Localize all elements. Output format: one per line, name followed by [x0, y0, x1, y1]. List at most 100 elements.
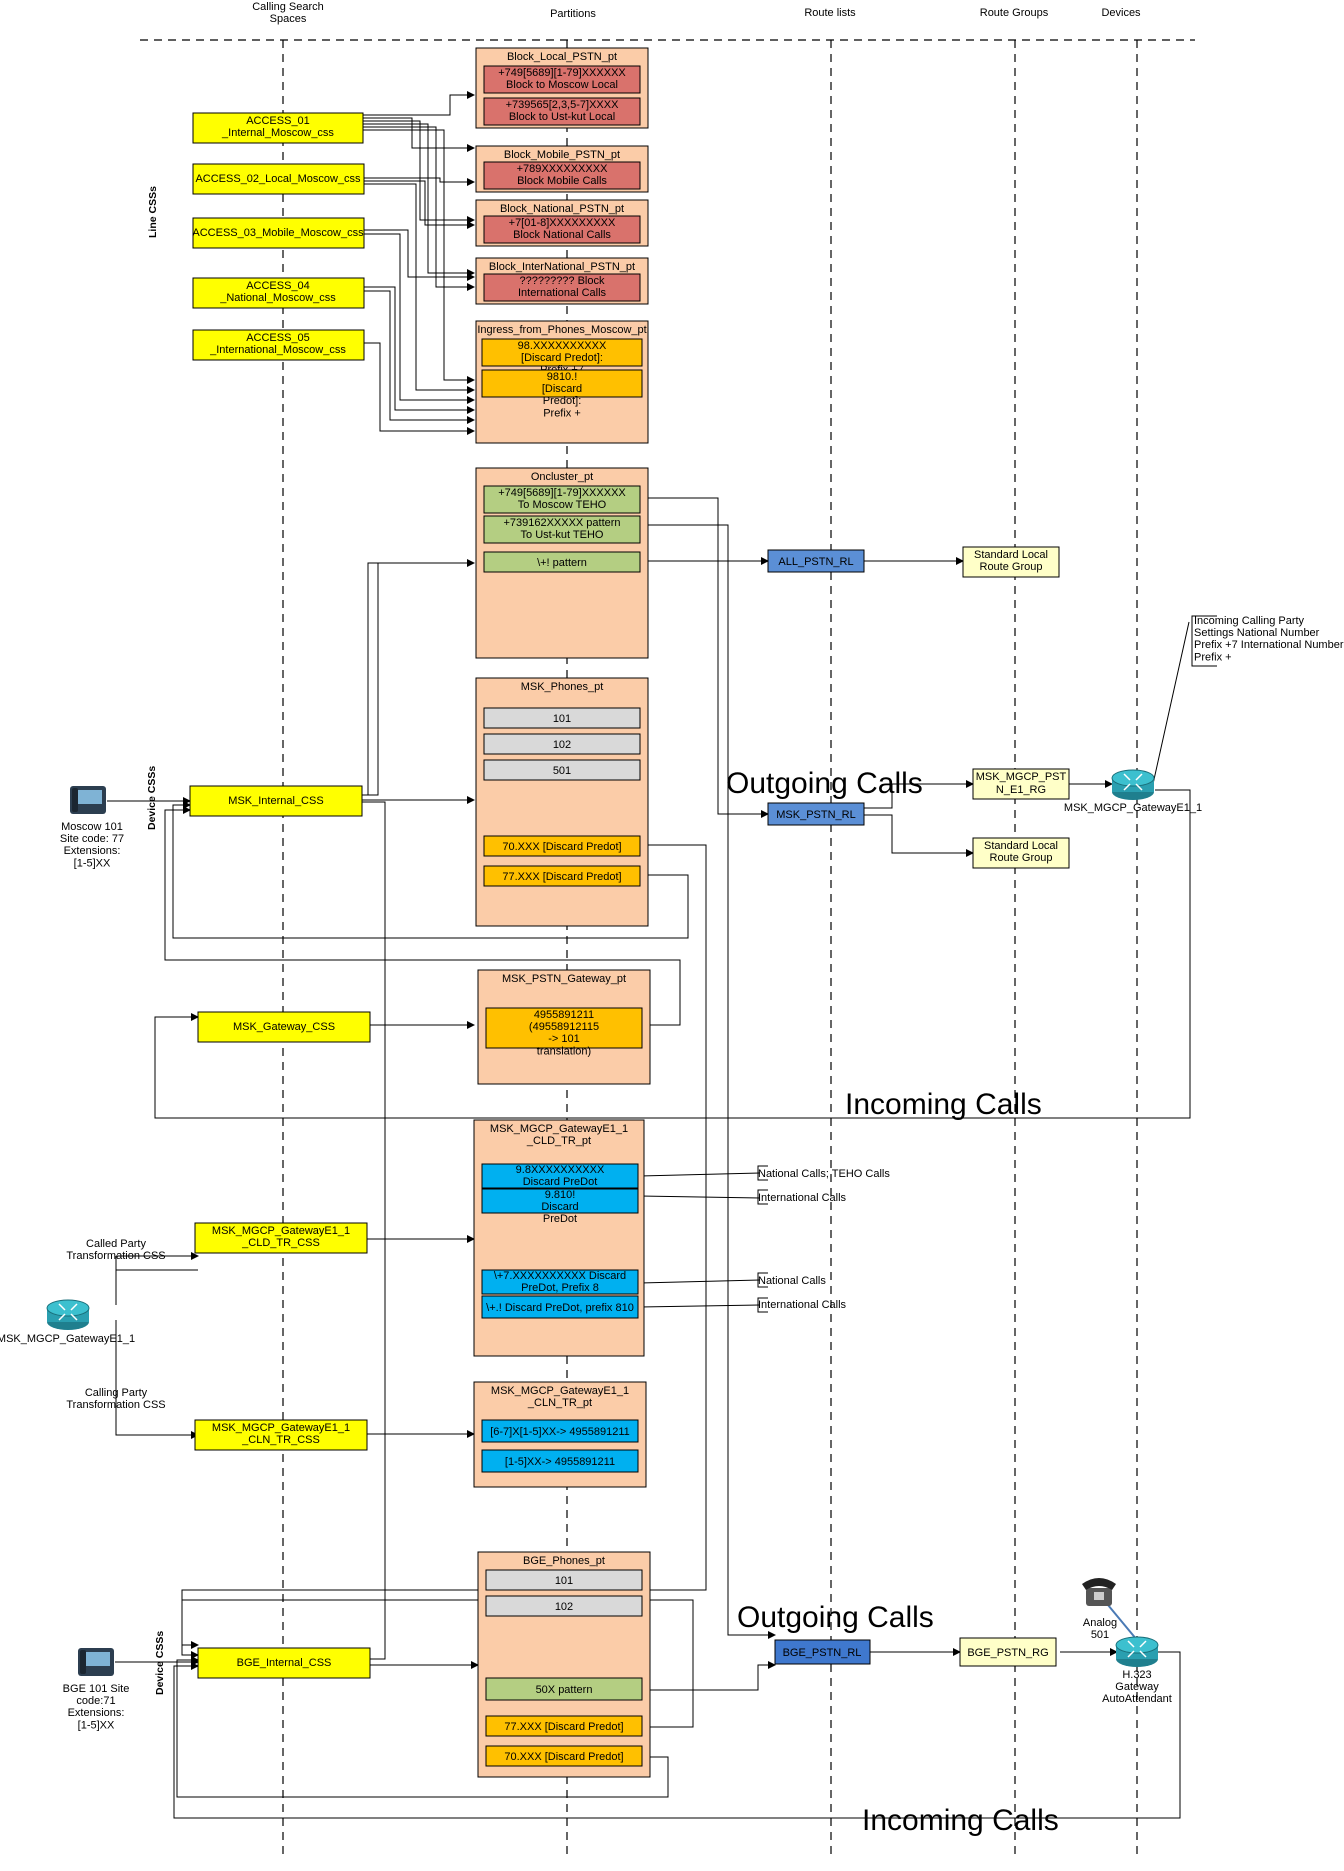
route-group-msk-mgcp-line1: MSK_MGCP_PST: [976, 771, 1067, 783]
svg-text:ACCESS_01_Internal_Moscow_css: ACCESS_01_Internal_Moscow_css: [221, 115, 334, 139]
side-label-device-css-bge: Device CSSs: [154, 1631, 166, 1695]
svg-text:MSK_PSTN_Gateway_pt: MSK_PSTN_Gateway_pt: [502, 973, 626, 985]
analog-phone-icon[interactable]: [1082, 1578, 1116, 1606]
flow-label-outgoing-msk: Outgoing Calls: [726, 767, 923, 800]
device-msk-gw-left: MSK_MGCP_GatewayE1_1: [0, 1333, 135, 1345]
pattern-cld-plus: \+.! Discard PreDot, prefix 810: [486, 1302, 634, 1314]
route-list-msk-pstn[interactable]: MSK_PSTN_RL: [767, 802, 865, 826]
note-international-2: International Calls: [758, 1299, 847, 1311]
svg-text:ACCESS_03_Mobile_Moscow_css: ACCESS_03_Mobile_Moscow_css: [192, 227, 364, 239]
svg-text:ACCESS_05_International_Moscow: ACCESS_05_International_Moscow_css: [209, 332, 346, 356]
pattern-oncluster-plus: \+! pattern: [537, 557, 587, 569]
side-label-device-css-msk: Device CSSs: [146, 766, 158, 830]
column-header-partitions: Partitions: [550, 8, 596, 20]
svg-text:MSK_MGCP_GatewayE1_1_CLD_TR_pt: MSK_MGCP_GatewayE1_1_CLD_TR_pt: [490, 1123, 628, 1147]
pattern-bge-101: 101: [555, 1575, 573, 1587]
router-icon[interactable]: [1115, 1636, 1159, 1667]
svg-text:MSK_Gateway_CSS: MSK_Gateway_CSS: [233, 1021, 335, 1033]
ip-phone-icon[interactable]: [70, 786, 106, 814]
pattern-msk-70: 70.XXX [Discard Predot]: [502, 841, 621, 853]
pattern-msk-102: 102: [553, 739, 571, 751]
pattern-msk-501: 501: [553, 765, 571, 777]
flow-label-incoming-msk: Incoming Calls: [845, 1088, 1042, 1121]
route-group-msk-mgcp[interactable]: MSK_MGCP_PST N_E1_RG MSK_MGCP_PSTN_E1_RG: [951, 768, 1092, 800]
css-msk-gateway[interactable]: MSK_Gateway_CSS: [197, 1011, 371, 1043]
css-access-05[interactable]: ACCESS_05_International_Moscow_css: [192, 329, 365, 361]
svg-text:BGE_Phones_pt: BGE_Phones_pt: [523, 1555, 605, 1567]
pattern-msk-77: 77.XXX [Discard Predot]: [502, 871, 621, 883]
svg-text:BGE_PSTN_RG: BGE_PSTN_RG: [967, 1647, 1048, 1659]
pattern-bge-50x: 50X pattern: [536, 1684, 593, 1696]
router-icon[interactable]: [1111, 769, 1155, 800]
svg-text:ACCESS_04_National_Moscow_css: ACCESS_04_National_Moscow_css: [219, 280, 336, 304]
partition-block-local[interactable]: Block_Local_PSTN_pt +749[5689][1-79]XXXX…: [475, 47, 649, 129]
pattern-cln-6-7: [6-7]X[1-5]XX-> 4955891211: [490, 1426, 630, 1438]
css-access-02[interactable]: ACCESS_02_Local_Moscow_css: [192, 163, 365, 195]
partition-block-international[interactable]: Block_InterNational_PSTN_pt ????????? Bl…: [475, 257, 649, 305]
css-bge-internal[interactable]: BGE_Internal_CSS: [197, 1647, 371, 1679]
partitions: Block_Local_PSTN_pt +749[5689][1-79]XXXX…: [473, 47, 651, 1778]
partition-block-national[interactable]: Block_National_PSTN_pt +7[01-8]XXXXXXXXX…: [475, 199, 649, 247]
swimlane-dividers: [282, 40, 1138, 1860]
css-boxes: ACCESS_01_Internal_Moscow_css ACCESS_02_…: [189, 112, 371, 1679]
flow-label-outgoing-bge: Outgoing Calls: [737, 1601, 934, 1634]
route-lists: ALL_PSTN_RL MSK_PSTN_RL BGE_PSTN_RL: [767, 549, 871, 1665]
svg-text:Oncluster_pt: Oncluster_pt: [531, 471, 593, 483]
svg-text:Block_Local_PSTN_pt: Block_Local_PSTN_pt: [507, 51, 617, 63]
partition-ingress-moscow[interactable]: Ingress_from_Phones_Moscow_pt 98.XXXXXXX…: [475, 320, 649, 444]
note-national-2: National Calls: [758, 1275, 826, 1287]
svg-text:Block_National_PSTN_pt: Block_National_PSTN_pt: [500, 203, 624, 215]
css-msk-cln-tr[interactable]: MSK_MGCP_GatewayE1_1_CLN_TR_CSS: [194, 1419, 368, 1451]
device-msk-gw-right: MSK_MGCP_GatewayE1_1: [1064, 802, 1202, 814]
pattern-bge-70: 70.XXX [Discard Predot]: [504, 1751, 623, 1763]
flow-label-incoming-bge: Incoming Calls: [862, 1804, 1059, 1837]
svg-text:Block_InterNational_PSTN_pt: Block_InterNational_PSTN_pt: [489, 261, 635, 273]
router-icon[interactable]: [46, 1299, 90, 1330]
partition-msk-pstn-gateway[interactable]: MSK_PSTN_Gateway_pt 4955891211(495589121…: [477, 969, 651, 1085]
partition-bge-phones[interactable]: BGE_Phones_pt 101 102 50X pattern 77.XXX…: [477, 1551, 651, 1778]
route-list-bge-pstn[interactable]: BGE_PSTN_RL: [774, 1639, 871, 1665]
css-msk-cld-tr[interactable]: MSK_MGCP_GatewayE1_1_CLD_TR_CSS: [194, 1222, 368, 1254]
css-access-01[interactable]: ACCESS_01_Internal_Moscow_css: [192, 112, 364, 144]
partition-cln-tr[interactable]: MSK_MGCP_GatewayE1_1_CLN_TR_pt [6-7]X[1-…: [473, 1381, 647, 1488]
css-access-03[interactable]: ACCESS_03_Mobile_Moscow_css: [192, 217, 365, 249]
route-list-all-pstn[interactable]: ALL_PSTN_RL: [767, 549, 865, 573]
css-access-04[interactable]: ACCESS_04_National_Moscow_css: [192, 277, 365, 309]
svg-text:ALL_PSTN_RL: ALL_PSTN_RL: [778, 556, 853, 568]
partition-cld-tr[interactable]: MSK_MGCP_GatewayE1_1_CLD_TR_pt 9.8XXXXXX…: [473, 1119, 645, 1357]
css-msk-internal[interactable]: MSK_Internal_CSS: [189, 785, 363, 817]
ip-phone-icon[interactable]: [78, 1648, 114, 1676]
connector-lines: [107, 91, 1217, 1819]
route-group-bge-pstn[interactable]: BGE_PSTN_RG: [959, 1637, 1057, 1667]
svg-text:BGE_Internal_CSS: BGE_Internal_CSS: [237, 1657, 332, 1669]
svg-text:MSK_Internal_CSS: MSK_Internal_CSS: [228, 795, 323, 807]
column-header-route-groups: Route Groups: [980, 7, 1049, 19]
svg-text:ACCESS_02_Local_Moscow_css: ACCESS_02_Local_Moscow_css: [195, 173, 361, 185]
partition-msk-phones[interactable]: MSK_Phones_pt 101 102 501 70.XXX [Discar…: [475, 677, 649, 927]
svg-text:MSK_MGCP_GatewayE1_1_CLN_TR_CS: MSK_MGCP_GatewayE1_1_CLN_TR_CSS: [212, 1422, 350, 1446]
svg-text:Ingress_from_Phones_Moscow_pt: Ingress_from_Phones_Moscow_pt: [477, 324, 646, 336]
svg-text:MSK_PSTN_RL: MSK_PSTN_RL: [776, 809, 855, 821]
